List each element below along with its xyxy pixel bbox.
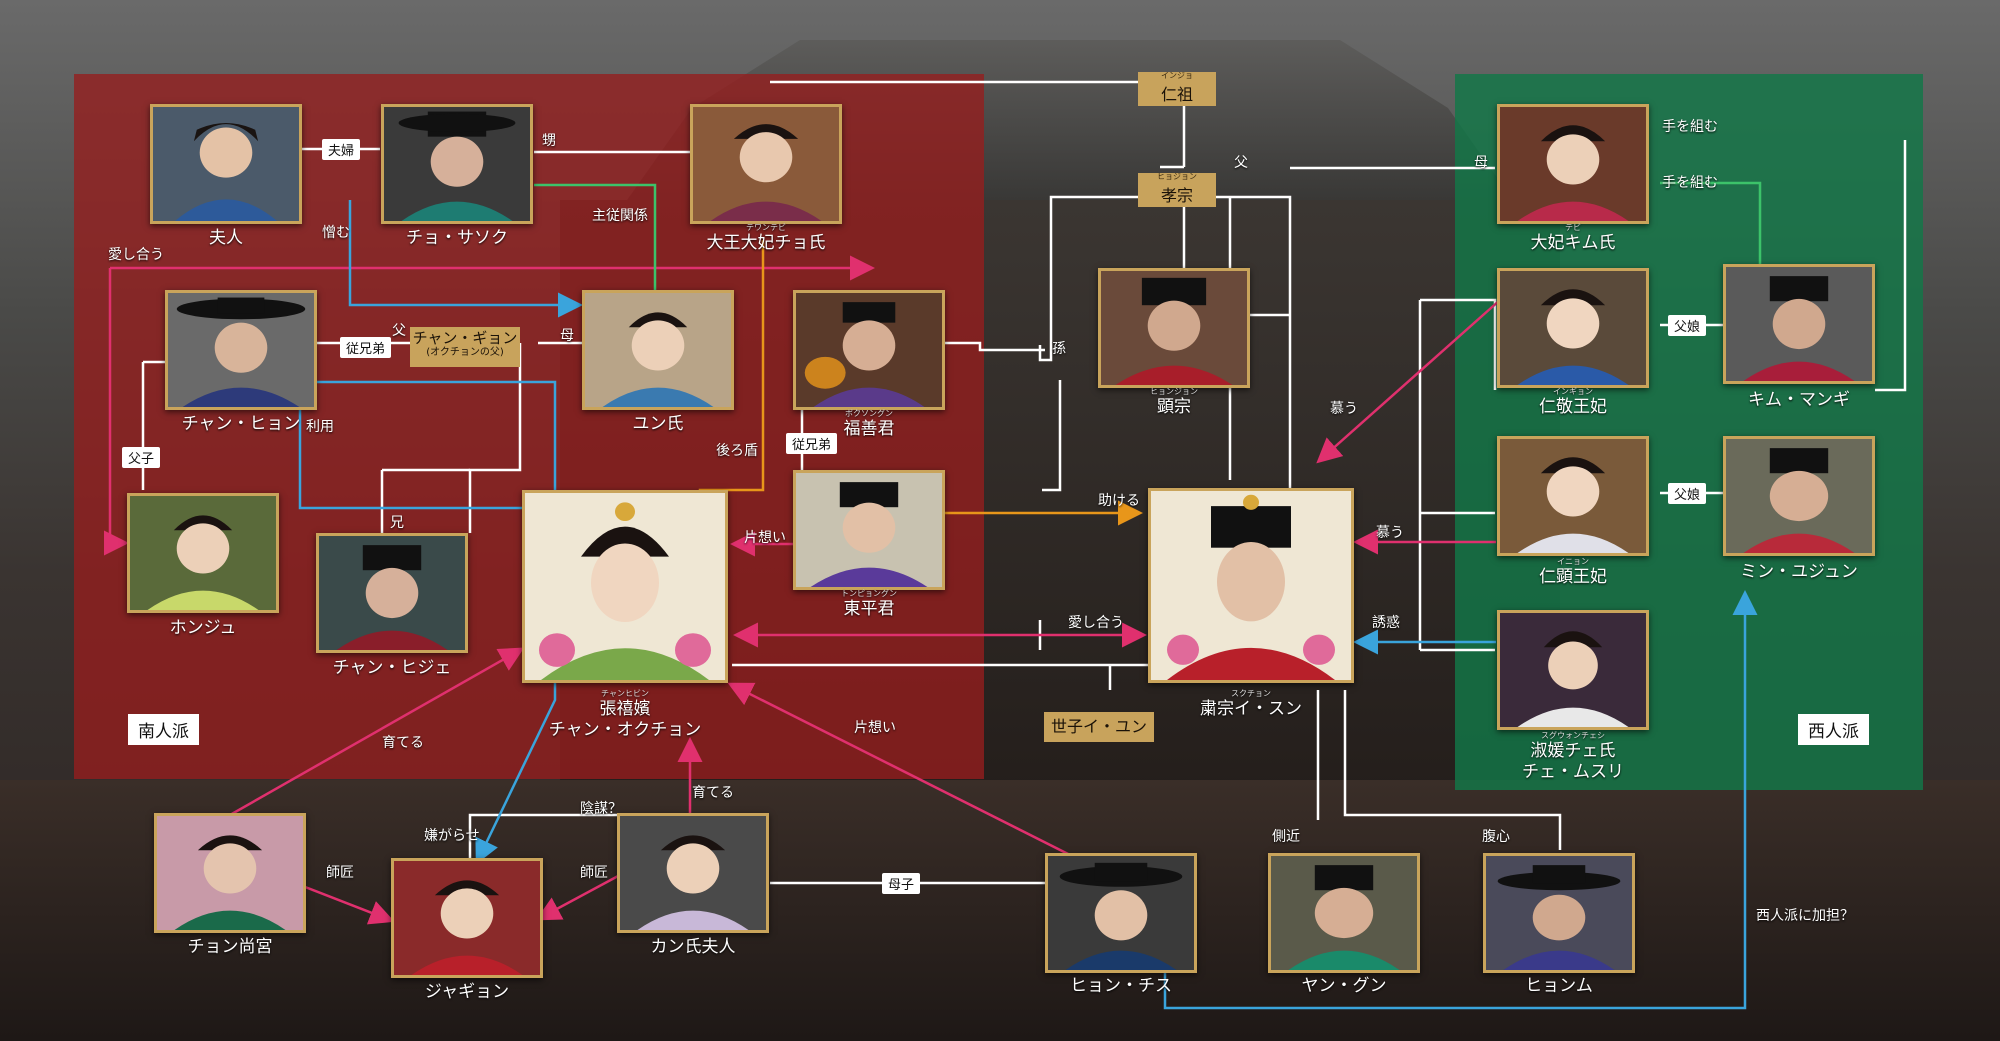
rel-nikumu: 憎む [322,225,350,241]
tag-jyukei2: 従兄弟 [786,433,838,454]
portrait-jang-hyon [165,290,317,410]
name-daio: テワンテビ大王大妃チョ氏 [706,223,826,254]
name-jong-shangung: チョン尚宮 [187,937,273,957]
rel-shishou2: 師匠 [580,865,608,881]
rel-shujyu: 主従関係 [592,208,648,224]
portrait-kim-mangi [1723,264,1875,384]
name-yun: ユン氏 [632,414,684,434]
rel-sokkin: 側近 [1272,829,1300,845]
portrait-kang [617,813,769,933]
rel-shishou1: 師匠 [326,865,354,881]
tag-boshi: 母子 [882,873,921,894]
tag-jyukei: 従兄弟 [340,337,392,358]
portrait-kensou [1098,268,1250,388]
portrait-jong-shangung [154,813,306,933]
rel-haha2: 母 [1474,155,1488,171]
portrait-choe [1497,610,1649,730]
rel-seijin: 西人派に加担？ [1756,908,1854,924]
portrait-jagyon [391,858,543,978]
name-yang-gun: ヤン・グン [1301,976,1387,996]
name-inkei: インギョン仁敬王妃 [1539,387,1607,418]
rel-kataomoi1: 片想い [744,530,786,546]
rel-riyou: 利用 [306,419,334,435]
portrait-inkei [1497,268,1649,388]
portrait-yun [582,290,734,410]
rel-te2: 手を組む [1662,175,1718,191]
rel-ani: 兄 [390,515,404,531]
rel-chichi1: 父 [392,323,406,339]
portrait-honju [127,493,279,613]
rel-kataomoi2: 片想い [854,720,896,736]
rel-inbou: 陰謀？ [580,801,622,817]
rel-tasukeru: 助ける [1098,493,1140,509]
name-inken: イニョン仁顕王妃 [1539,557,1607,588]
name-hyonmu: ヒョンム [1525,976,1593,996]
name-choe: スグウォンチェシ淑媛チェ氏チェ・ムスリ [1522,731,1624,783]
name-sukjong: スクチョン粛宗イ・スン [1200,689,1302,720]
portrait-fujin [150,104,302,224]
name-kang: カン氏夫人 [650,937,736,957]
rel-mago: 孫 [1052,341,1066,357]
jang-gyong-box: チャン・ギョン (オクチョンの父) [410,327,520,367]
name-kensou: ヒョンジョン顕宗 [1150,387,1198,418]
jang-gyong-note: (オクチョンの父) [426,346,504,358]
hyojong-box: ヒョジョン 孝宗 [1138,173,1216,207]
rel-chichi2: 父 [1234,155,1248,171]
name-daihi-kim: テビ大妃キム氏 [1530,223,1616,254]
rel-ushirodate: 後ろ盾 [716,443,758,459]
portrait-min-yujun [1723,436,1875,556]
background-floor [0,780,2000,1041]
name-cho-sasok: チョ・サソク [406,228,508,248]
south-faction-label: 南人派 [128,714,199,745]
name-fujin: 夫人 [209,228,243,248]
rel-haha1: 母 [560,328,574,344]
injo-label: 仁祖 [1160,85,1193,104]
portrait-inken [1497,436,1649,556]
rel-shitau1: 慕う [1330,401,1358,417]
name-min-yujun: ミン・ユジュン [1740,562,1858,582]
portrait-fukuzen [793,290,945,410]
injo-box: インジョ 仁祖 [1138,72,1216,106]
rel-shitau2: 慕う [1376,525,1404,541]
hyojong-label: 孝宗 [1160,186,1193,205]
name-honju: ホンジュ [169,618,237,638]
portrait-hyon-chisu [1045,853,1197,973]
portrait-yang-gun [1268,853,1420,973]
rel-oi: 甥 [542,133,556,149]
jang-gyong-name: チャン・ギョン [412,329,518,347]
portrait-daihi-kim [1497,104,1649,224]
portrait-jang-hije [316,533,468,653]
seja-box: 世子イ・ユン [1044,712,1154,742]
rel-aishiau2: 愛し合う [1068,615,1124,631]
portrait-hyonmu [1483,853,1635,973]
rel-aishiau1: 愛し合う [108,247,164,263]
name-fukuzen: ボクソングン福善君 [843,409,895,440]
rel-sodateru1: 育てる [382,735,424,751]
tag-fufu: 夫婦 [322,139,361,160]
name-jagyon: ジャギョン [424,982,510,1002]
name-touhei: トンピョングン東平君 [841,589,897,620]
portrait-okjong [522,490,728,683]
rel-iyagarase: 嫌がらせ [424,828,480,844]
rel-fukushin: 腹心 [1482,829,1510,845]
rel-yuwaku: 誘惑 [1372,615,1400,631]
name-hyon-chisu: ヒョン・チス [1070,976,1172,996]
name-kim-mangi: キム・マンギ [1748,390,1850,410]
name-jang-hyon: チャン・ヒョン [181,414,301,434]
west-faction-label: 西人派 [1798,714,1869,745]
tag-fujou2: 父娘 [1668,483,1707,504]
name-okjong: チャンヒビン張禧嬪チャン・オクチョン [548,689,702,741]
rel-te1: 手を組む [1662,119,1718,135]
portrait-cho-sasok [381,104,533,224]
seja-label: 世子イ・ユン [1050,717,1147,736]
portrait-daio [690,104,842,224]
tag-fujou1: 父娘 [1668,315,1707,336]
rel-sodateru2: 育てる [692,785,734,801]
tag-fushi: 父子 [122,447,161,468]
portrait-touhei [793,470,945,590]
name-jang-hije: チャン・ヒジェ [332,658,452,678]
portrait-sukjong [1148,488,1354,683]
